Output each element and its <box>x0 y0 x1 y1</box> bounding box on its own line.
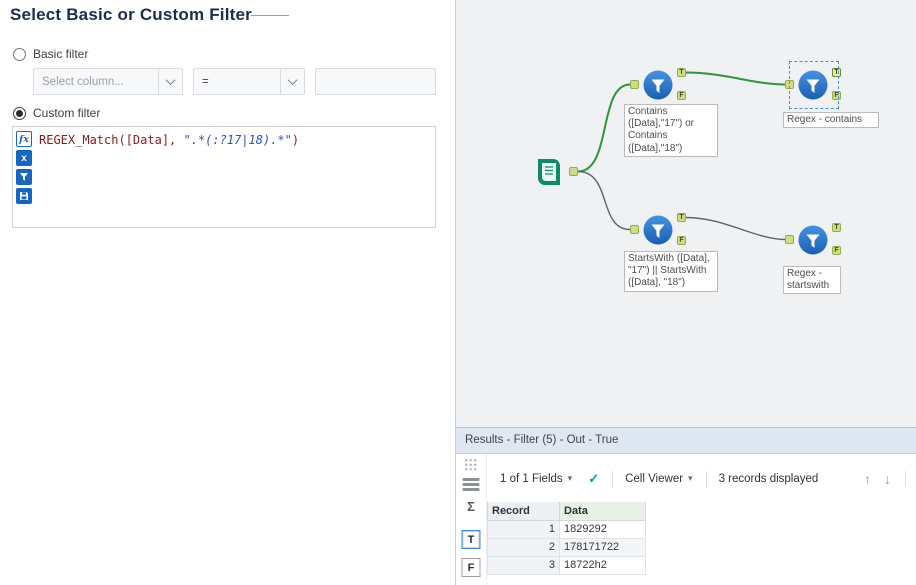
input-anchor[interactable] <box>785 235 794 244</box>
false-anchor[interactable]: F <box>677 236 686 245</box>
false-anchor[interactable]: F <box>677 91 686 100</box>
connection-contains-to-regex-contains[interactable] <box>685 71 786 86</box>
arrow-down-icon[interactable]: ↓ <box>884 470 891 487</box>
table-row[interactable]: 2 178171722 <box>487 537 646 557</box>
filter-funnel-icon <box>643 215 673 245</box>
expression-text: REGEX_Match([Data], ".*(:?17|18).*") <box>39 133 299 147</box>
operator-value: = <box>202 75 209 88</box>
true-output-button[interactable]: T <box>461 530 481 549</box>
connections-layer <box>577 71 786 241</box>
basic-filter-label: Basic filter <box>33 47 89 61</box>
column-header-record[interactable]: Record <box>487 502 560 521</box>
connection-input-to-contains[interactable] <box>577 83 631 173</box>
constants-filter-icon[interactable] <box>16 169 32 185</box>
chevron-down-icon <box>158 69 182 94</box>
false-anchor[interactable]: F <box>832 91 841 100</box>
table-row[interactable]: 3 18722h2 <box>487 555 646 575</box>
input-anchor[interactable] <box>785 80 794 89</box>
filter-tool-regex-contains[interactable]: T F <box>785 68 841 101</box>
arrow-up-icon[interactable]: ↑ <box>864 470 871 487</box>
results-anchor-strip: Σ T F <box>456 454 487 585</box>
tool-annotation-startswith[interactable]: StartsWith ([Data], "17") || StartsWith … <box>624 251 718 292</box>
operator-select-dropdown[interactable]: = <box>193 68 305 95</box>
expression-editor[interactable]: fx x REGEX_Match([Data], ".*(:?17|18).*"… <box>12 126 436 228</box>
filter-value-input[interactable] <box>315 68 436 95</box>
expression-close: ) <box>291 133 300 147</box>
chevron-down-icon[interactable]: ▾ <box>567 473 573 483</box>
input-anchor[interactable] <box>630 80 639 89</box>
expression-function: REGEX_Match([Data], <box>39 133 184 147</box>
toolbar-separator <box>705 470 707 487</box>
records-displayed-label: 3 records displayed <box>718 472 819 485</box>
column-header-data[interactable]: Data <box>559 502 646 521</box>
results-panel-header: Results - Filter (5) - Out - True <box>456 427 916 454</box>
table-header-row: Record Data <box>487 502 646 521</box>
filter-funnel-icon <box>798 225 828 255</box>
connection-startswith-to-regex-startswith[interactable] <box>685 216 786 241</box>
custom-filter-option[interactable]: Custom filter <box>13 106 100 120</box>
data-cell[interactable]: 1829292 <box>559 519 646 539</box>
record-cell[interactable]: 3 <box>487 555 560 575</box>
data-cell[interactable]: 18722h2 <box>559 555 646 575</box>
true-anchor[interactable]: T <box>832 68 841 77</box>
column-select-value: Select column... <box>42 75 124 88</box>
chevron-down-icon <box>280 69 304 94</box>
input-anchor[interactable] <box>630 225 639 234</box>
false-output-button[interactable]: F <box>461 558 481 577</box>
sigma-icon[interactable]: Σ <box>467 499 475 514</box>
tool-annotation-regex-contains[interactable]: Regex - contains <box>783 112 879 129</box>
save-icon[interactable] <box>16 188 32 204</box>
functions-icon[interactable]: fx <box>16 131 32 147</box>
apply-checkmark-icon[interactable]: ✓ <box>588 470 600 486</box>
workflow-canvas[interactable]: T F T F T F T F Contains ([Data],"17") o… <box>456 0 916 427</box>
tool-annotation-regex-startswith[interactable]: Regex - startswith <box>783 266 841 295</box>
expression-string: ".*(:?17|18).*" <box>183 133 292 147</box>
results-table: Record Data 1 1829292 2 178171722 3 1872… <box>487 502 646 575</box>
record-cell[interactable]: 2 <box>487 537 560 557</box>
tool-annotation-contains[interactable]: Contains ([Data],"17") or Contains ([Dat… <box>624 104 718 157</box>
record-cell[interactable]: 1 <box>487 519 560 539</box>
basic-filter-radio[interactable] <box>13 47 26 61</box>
input-data-book-icon <box>538 159 560 185</box>
table-row[interactable]: 1 1829292 <box>487 519 646 539</box>
basic-filter-option[interactable]: Basic filter <box>13 47 88 61</box>
fields-dropdown[interactable]: 1 of 1 Fields <box>500 472 563 485</box>
results-toolbar: 1 of 1 Fields ▾ ✓ Cell Viewer ▾ 3 record… <box>487 454 916 503</box>
cell-viewer-dropdown[interactable]: Cell Viewer <box>625 472 684 485</box>
data-cell[interactable]: 178171722 <box>559 537 646 557</box>
toolbar-separator <box>612 470 614 487</box>
custom-filter-label: Custom filter <box>33 106 101 120</box>
filter-tool-startswith[interactable]: T F <box>630 213 686 246</box>
true-anchor[interactable]: T <box>677 213 686 222</box>
chevron-down-icon[interactable]: ▾ <box>688 473 693 483</box>
filter-tool-regex-startswith[interactable]: T F <box>785 223 841 256</box>
expression-editor-toolbar: fx x <box>16 131 32 204</box>
filter-funnel-icon <box>798 70 828 100</box>
columns-icon[interactable]: x <box>16 150 32 166</box>
connection-input-to-startswith[interactable] <box>577 170 631 231</box>
results-body: Σ T F 1 of 1 Fields ▾ ✓ Cell Viewer ▾ 3 … <box>456 454 916 585</box>
results-panel: Results - Filter (5) - Out - True Σ T F … <box>456 427 916 585</box>
output-anchor[interactable] <box>569 167 578 176</box>
filter-funnel-icon <box>643 70 673 100</box>
true-anchor[interactable]: T <box>832 223 841 232</box>
toolbar-separator <box>905 470 906 487</box>
column-select-dropdown[interactable]: Select column... <box>33 68 183 95</box>
false-anchor[interactable]: F <box>832 246 841 255</box>
filter-config-panel: Select Basic or Custom Filter Basic filt… <box>0 0 456 585</box>
title-divider <box>251 15 289 16</box>
input-data-tool[interactable] <box>531 154 578 190</box>
drag-handle[interactable] <box>464 458 478 472</box>
filter-tool-contains[interactable]: T F <box>630 68 686 101</box>
page-title: Select Basic or Custom Filter <box>10 5 252 24</box>
grid-view-icon[interactable] <box>462 478 480 492</box>
custom-filter-radio[interactable] <box>13 106 26 120</box>
true-anchor[interactable]: T <box>677 68 686 77</box>
